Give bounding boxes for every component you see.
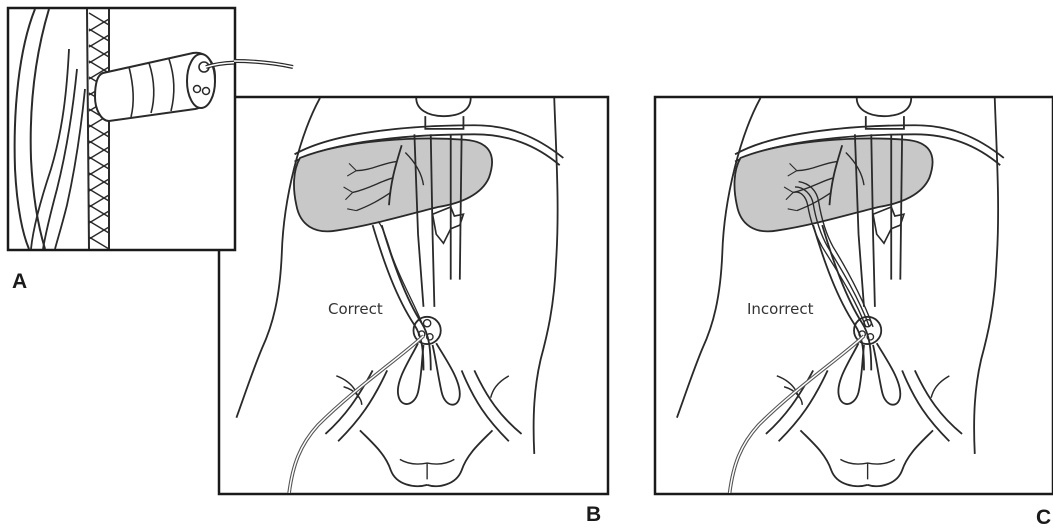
correct-label: Correct xyxy=(328,302,383,317)
panel-a-letter: A xyxy=(12,271,27,292)
panel-a-frame xyxy=(8,8,235,250)
panel-c xyxy=(655,97,1053,494)
panel-b-letter: B xyxy=(586,504,601,525)
panel-b xyxy=(219,97,608,494)
incorrect-label: Incorrect xyxy=(747,302,813,317)
panel-c-letter: C xyxy=(1036,507,1051,528)
